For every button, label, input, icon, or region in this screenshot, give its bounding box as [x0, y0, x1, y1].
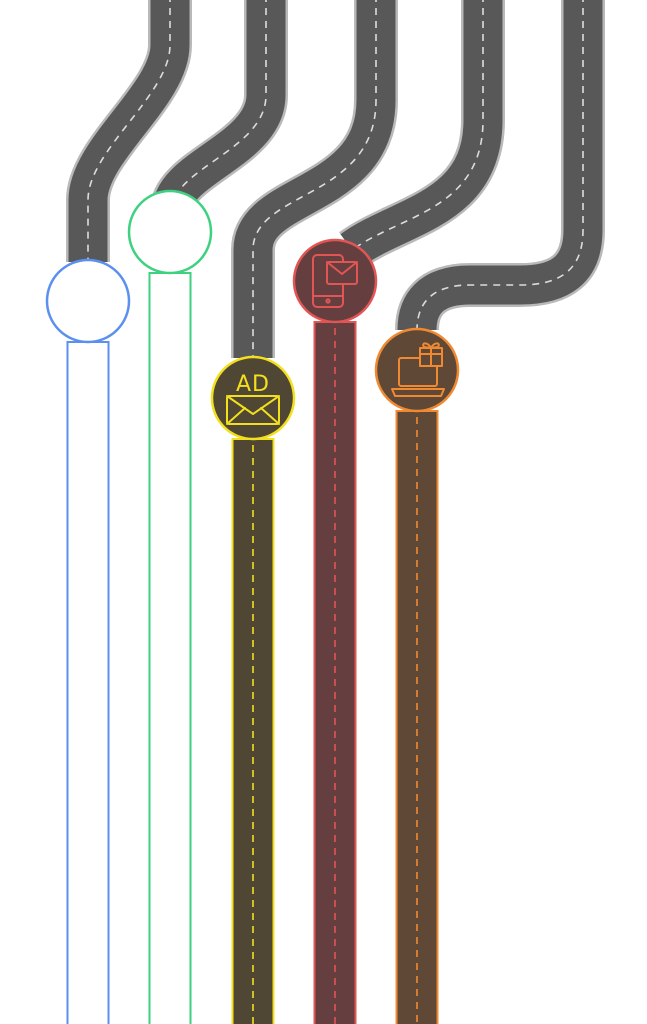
route-5-lower-lane [395, 410, 439, 1024]
junction-nodes: AD [45, 189, 460, 441]
route-2-lower-lane [148, 272, 192, 1024]
route-4-lower-lane [313, 321, 357, 1024]
route-3-lower-lane [231, 438, 275, 1024]
route-5-node [374, 327, 460, 413]
route-4-upper-road [339, 0, 505, 269]
lower-lanes [66, 272, 439, 1024]
route-3-node: AD [210, 355, 296, 441]
ad-envelope-icon: AD [226, 372, 280, 425]
route-1-node [45, 258, 131, 344]
phone-message-icon [312, 254, 358, 308]
ad-label: AD [236, 372, 270, 397]
route-4-node [292, 238, 378, 324]
route-5-upper-road [395, 0, 605, 332]
route-3-upper-road [231, 0, 398, 358]
laptop-gift-icon [391, 342, 445, 397]
upper-roads [66, 0, 605, 358]
route-2-node [127, 189, 213, 275]
route-1-upper-road [66, 0, 192, 262]
route-1-lower-lane [66, 341, 110, 1024]
